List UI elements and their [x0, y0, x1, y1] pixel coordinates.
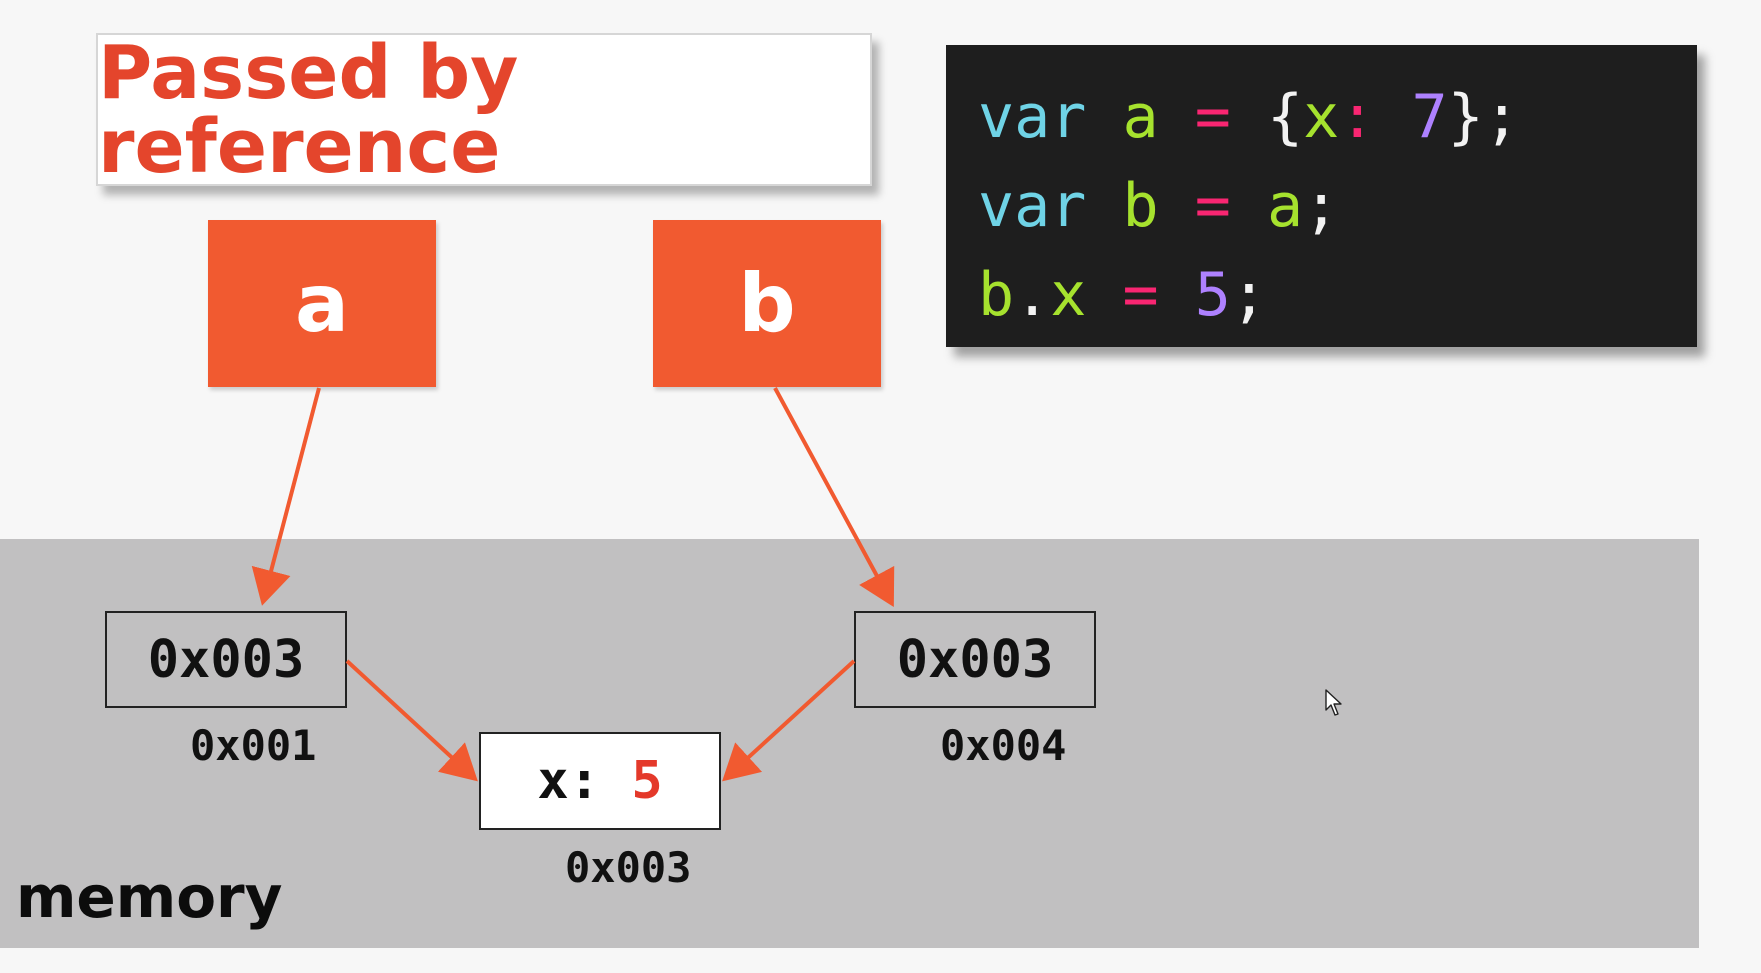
object-key: x:: [537, 751, 600, 811]
code-operator: =: [1194, 171, 1231, 241]
variable-a-box: a: [208, 220, 436, 387]
memory-cell-a-address: 0x001: [190, 721, 317, 770]
code-property: x: [1050, 260, 1087, 330]
code-identifier: a: [1122, 82, 1159, 152]
title-box: Passed by reference: [96, 33, 872, 186]
code-semicolon: ;: [1230, 260, 1267, 330]
memory-cell-b-value: 0x003: [896, 629, 1054, 690]
object-value: 5: [631, 751, 663, 811]
code-line-2: var b = a;: [978, 162, 1697, 251]
code-semicolon: ;: [1303, 171, 1340, 241]
code-operator: =: [1194, 82, 1231, 152]
memory-object-address: 0x003: [565, 843, 692, 892]
code-operator: =: [1122, 260, 1159, 330]
code-brace: {: [1267, 82, 1304, 152]
code-line-3: b.x = 5;: [978, 251, 1697, 340]
code-identifier-ref: a: [1267, 171, 1304, 241]
memory-label: memory: [16, 863, 283, 931]
memory-object-cell: x: 5: [479, 732, 721, 830]
memory-cell-a: 0x003: [105, 611, 347, 708]
memory-cell-b: 0x003: [854, 611, 1096, 708]
code-keyword: var: [978, 171, 1087, 241]
slide-title: Passed by reference: [98, 29, 519, 190]
memory-cell-b-address: 0x004: [940, 721, 1067, 770]
code-property: x: [1303, 82, 1340, 152]
variable-a-label: a: [295, 257, 349, 350]
code-brace-close: };: [1447, 82, 1520, 152]
variable-b-label: b: [738, 257, 796, 350]
code-object: b: [978, 260, 1015, 330]
code-line-1: var a = {x: 7};: [978, 73, 1697, 162]
code-panel: var a = {x: 7};var b = a;b.x = 5;: [946, 45, 1697, 347]
code-number: 5: [1194, 260, 1231, 330]
code-identifier: b: [1122, 171, 1159, 241]
code-dot: .: [1014, 260, 1051, 330]
code-number: 7: [1411, 82, 1448, 152]
memory-cell-a-value: 0x003: [147, 629, 305, 690]
code-keyword: var: [978, 82, 1087, 152]
variable-b-box: b: [653, 220, 881, 387]
mouse-cursor-icon: [1325, 689, 1342, 716]
code-colon: :: [1339, 82, 1376, 152]
